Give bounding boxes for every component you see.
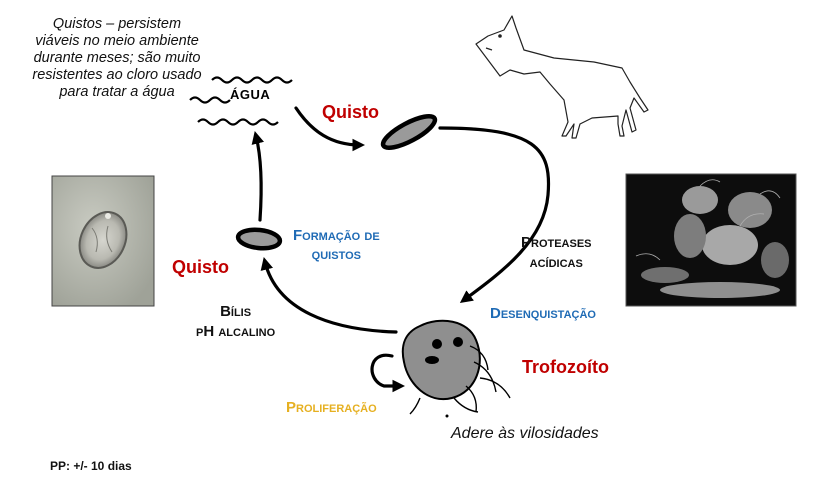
proteases-label: Proteases acídicas [521, 233, 592, 273]
arrow-cyst-to-host [440, 128, 549, 300]
note-line-3: durante meses; são muito [6, 50, 228, 67]
cyst-persistence-note: Quistos – persistem viáveis no meio ambi… [6, 16, 228, 101]
cyst-formation-line-1: Formação de [293, 226, 380, 245]
proteases-line-2: acídicas [521, 253, 592, 273]
arrow-host-to-cyst [265, 262, 396, 332]
dog-icon [476, 16, 648, 138]
note-line-1: Quistos – persistem [6, 16, 228, 33]
note-line-5: para tratar a água [6, 84, 228, 101]
adhere-label: Adere às vilosidades [451, 425, 599, 443]
trophozoite-micrograph [626, 174, 796, 306]
note-line-4: resistentes ao cloro usado [6, 67, 228, 84]
proliferation-label: Proliferação [286, 399, 377, 416]
cyst-label-left: Quisto [172, 257, 229, 278]
cyst-formation-label: Formação de quistos [293, 226, 380, 264]
cyst-left [237, 228, 281, 250]
trophozoite-label: Trofozoíto [522, 357, 609, 378]
cyst-label-top: Quisto [322, 102, 379, 123]
cyst-micrograph [52, 176, 154, 306]
cyst-formation-line-2: quistos [293, 245, 380, 264]
proteases-line-1: Proteases [521, 233, 592, 253]
note-line-2: viáveis no meio ambiente [6, 33, 228, 50]
bile-line-2: pH alcalino [196, 322, 275, 342]
bile-label: Bílis pH alcalino [196, 302, 275, 342]
excystation-label: Desenquistação [490, 304, 596, 323]
bile-line-1: Bílis [196, 302, 275, 322]
arrow-cyst-to-water [256, 136, 261, 220]
cyst-top [379, 110, 439, 153]
water-label: ÁGUA [230, 87, 270, 102]
incubation-label: PP: +/- 10 dias [50, 459, 132, 473]
arrow-proliferation [372, 355, 400, 386]
giardia-trophozoite-icon [403, 321, 510, 418]
